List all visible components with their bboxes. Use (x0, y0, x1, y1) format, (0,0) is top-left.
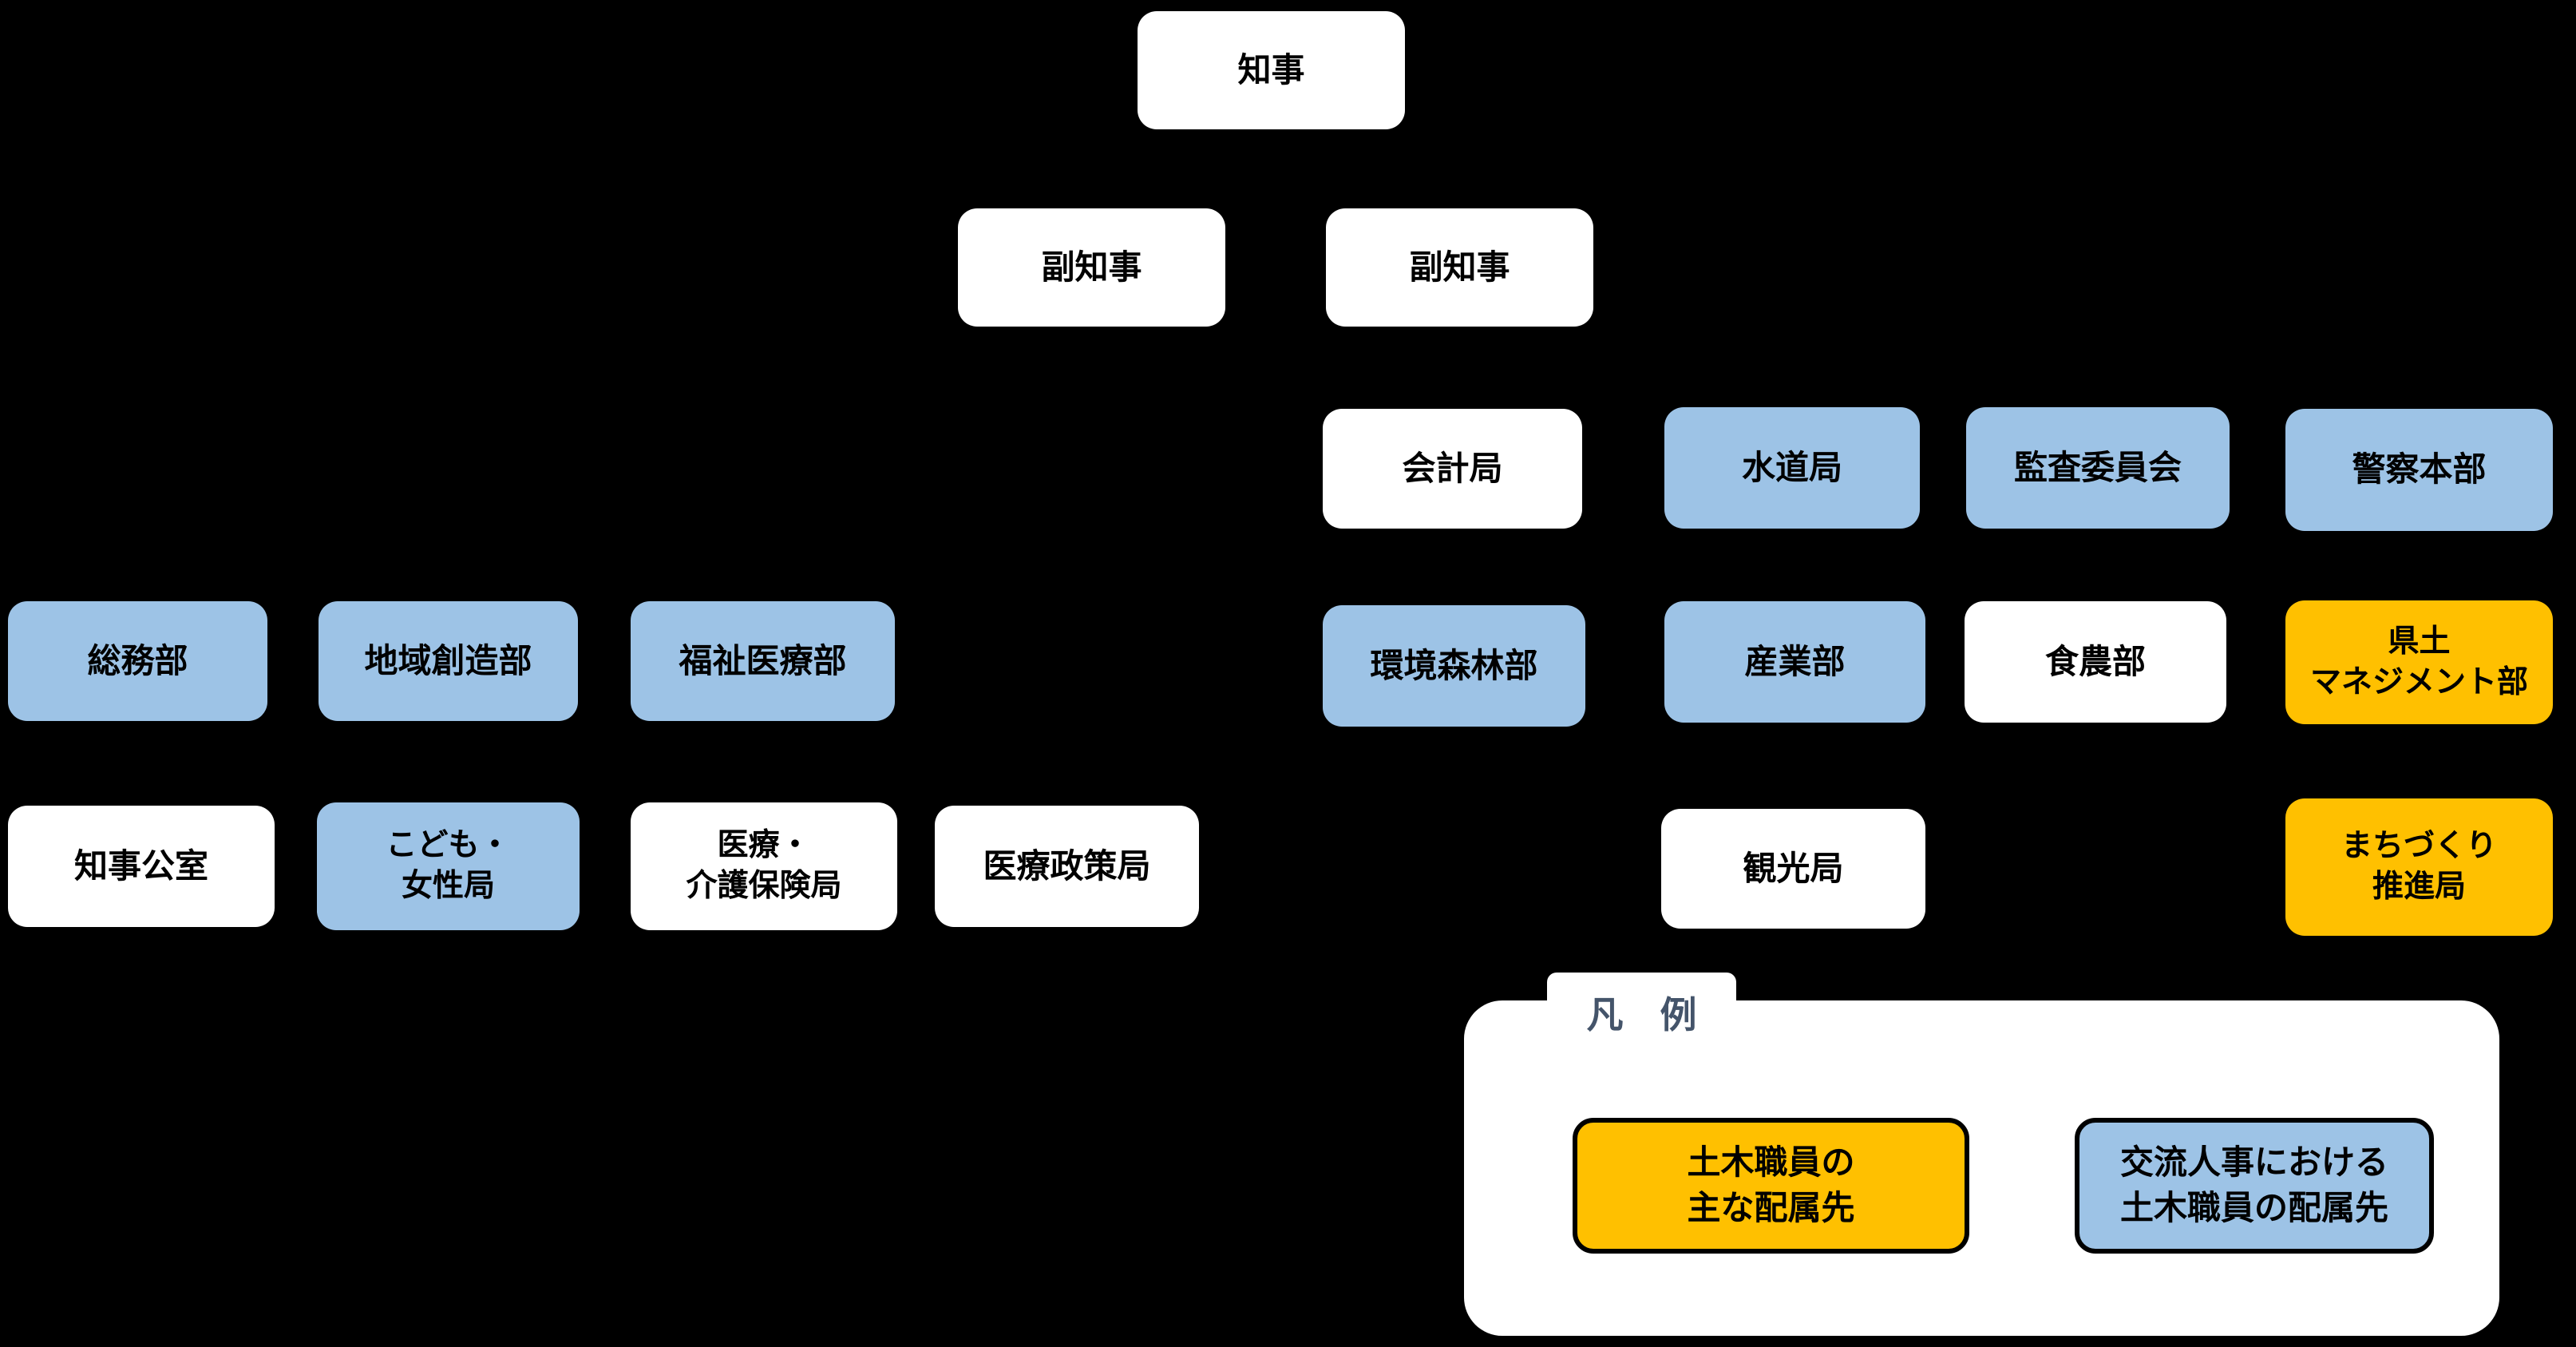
org-box-label: 環境森林部 (1370, 646, 1538, 684)
org-box-label: 総務部 (87, 641, 188, 679)
org-box-label: 知事 (1237, 50, 1305, 89)
org-box-label-line1: こども・ (386, 828, 511, 863)
org-box-label: 副知事 (1041, 248, 1142, 286)
org-box-general-affairs-dept: 総務部 (8, 601, 267, 721)
org-box-label: 警察本部 (2352, 450, 2487, 489)
org-box-governor-office: 知事公室 (8, 806, 275, 927)
org-box-label: 食農部 (2044, 642, 2146, 680)
org-box-label: 福祉医療部 (679, 641, 847, 679)
legend-item-label-line2: 主な配属先 (1687, 1189, 1855, 1226)
org-box-tourism-bureau: 観光局 (1661, 809, 1925, 929)
org-box-label-line1: 県土 (2388, 624, 2451, 659)
org-box-label-line2: 推進局 (2372, 870, 2466, 904)
org-box-accounting-bureau: 会計局 (1323, 409, 1582, 529)
org-box-machizukuri-bureau: まちづくり 推進局 (2285, 798, 2553, 936)
org-box-medical-care-insurance-bureau: 医療・ 介護保険局 (631, 802, 897, 930)
org-box-welfare-medical-dept: 福祉医療部 (631, 601, 895, 721)
org-box-police-hq: 警察本部 (2285, 409, 2553, 531)
org-box-governor: 知事 (1138, 11, 1405, 129)
legend-item-exchange-assignment: 交流人事における 土木職員の配属先 (2075, 1118, 2434, 1254)
org-box-label: 地域創造部 (364, 641, 532, 679)
org-box-waterworks-bureau: 水道局 (1664, 407, 1920, 529)
org-box-medical-policy-bureau: 医療政策局 (935, 806, 1199, 927)
legend-item-main-assignment: 土木職員の 主な配属先 (1573, 1118, 1969, 1254)
org-box-label: 水道局 (1741, 448, 1842, 486)
org-box-label-line2: マネジメント部 (2309, 664, 2528, 699)
legend-item-label-line1: 交流人事における (2119, 1143, 2388, 1182)
legend-title-tab: 凡 例 (1547, 973, 1736, 1052)
legend-item-label-line2: 土木職員の配属先 (2119, 1189, 2388, 1226)
org-box-industry-dept: 産業部 (1664, 601, 1925, 723)
org-box-vice-governor-2: 副知事 (1326, 208, 1593, 327)
org-box-food-agriculture-dept: 食農部 (1965, 601, 2226, 723)
org-box-label: 副知事 (1409, 248, 1510, 286)
org-box-label: 会計局 (1402, 449, 1503, 487)
org-box-vice-governor-1: 副知事 (958, 208, 1225, 327)
legend-title: 凡 例 (1586, 994, 1697, 1036)
org-box-label-line2: 介護保険局 (686, 869, 842, 903)
org-box-label: 産業部 (1744, 642, 1846, 680)
org-box-label: 観光局 (1743, 849, 1844, 887)
org-box-kendo-management-dept: 県土 マネジメント部 (2285, 600, 2553, 724)
org-box-label: 監査委員会 (2013, 448, 2182, 486)
org-box-env-forestry-dept: 環境森林部 (1323, 605, 1585, 727)
legend-item-label-line1: 土木職員の (1687, 1143, 1855, 1182)
org-box-audit-committee: 監査委員会 (1966, 407, 2230, 529)
org-box-label-line2: 女性局 (401, 869, 495, 903)
org-box-children-women-bureau: こども・ 女性局 (317, 802, 580, 930)
org-box-label-line1: まちづくり (2341, 829, 2497, 864)
org-box-regional-creation-dept: 地域創造部 (319, 601, 578, 721)
org-box-label: 医療政策局 (983, 846, 1151, 885)
org-box-label-line1: 医療・ (717, 828, 811, 863)
org-box-label: 知事公室 (73, 846, 208, 885)
